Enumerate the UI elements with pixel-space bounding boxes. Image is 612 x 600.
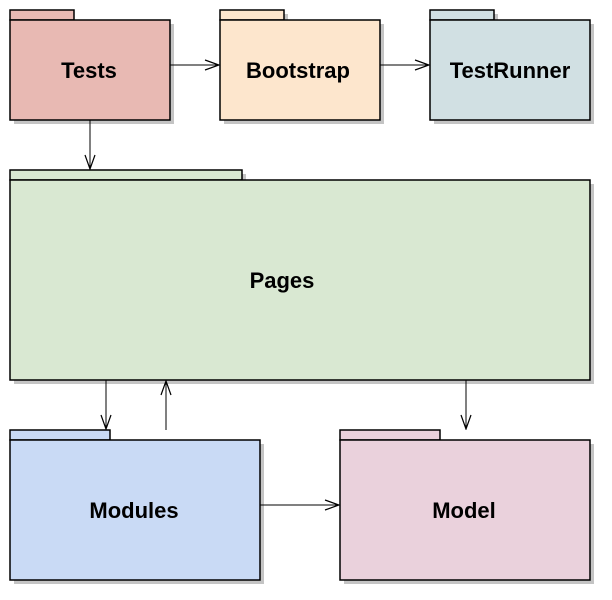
dependency-arrows bbox=[90, 65, 466, 505]
package-tests[interactable]: Tests bbox=[9, 9, 174, 124]
package-bootstrap-label: Bootstrap bbox=[246, 58, 350, 83]
package-model[interactable]: Model bbox=[339, 429, 594, 584]
package-testrunner-label: TestRunner bbox=[450, 58, 571, 83]
package-model-label: Model bbox=[432, 498, 496, 523]
package-testrunner[interactable]: TestRunner bbox=[429, 9, 594, 124]
package-modules-label: Modules bbox=[89, 498, 178, 523]
package-modules[interactable]: Modules bbox=[9, 429, 264, 584]
package-bootstrap[interactable]: Bootstrap bbox=[219, 9, 384, 124]
package-pages[interactable]: Pages bbox=[9, 169, 594, 384]
package-tests-label: Tests bbox=[61, 58, 117, 83]
package-pages-label: Pages bbox=[250, 268, 315, 293]
